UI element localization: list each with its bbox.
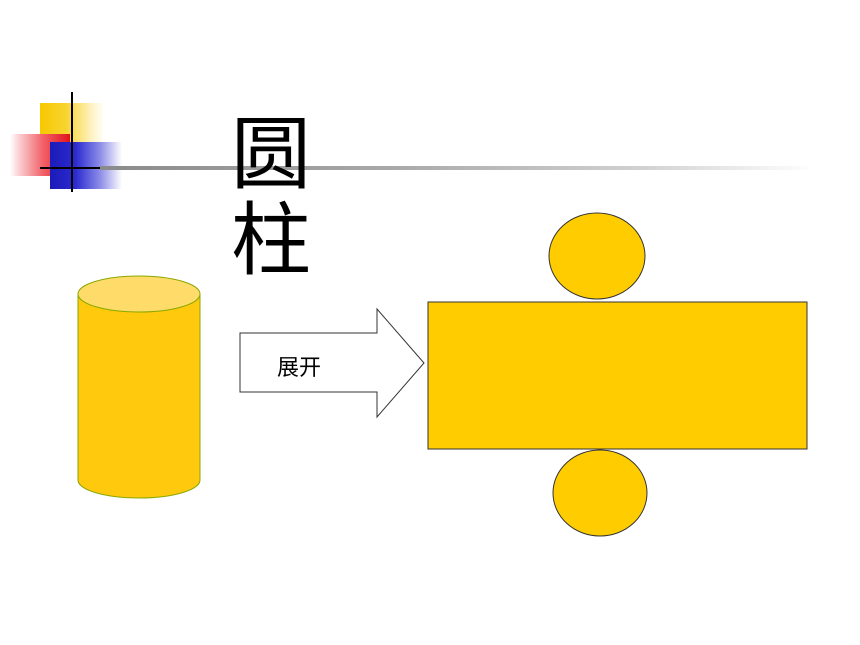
arrow-label: 展开	[277, 356, 322, 381]
net-lateral-rectangle	[427, 301, 808, 450]
corner-decoration-horizontal-line	[40, 167, 110, 169]
title-rule	[100, 166, 815, 170]
cylinder-shape	[77, 275, 201, 499]
cylinder-top-face	[77, 275, 201, 313]
net-bottom-circle	[552, 449, 648, 537]
cylinder-net	[427, 212, 808, 537]
corner-decoration-blue	[50, 142, 122, 189]
page-title: 圆柱	[231, 108, 311, 287]
corner-decoration-vertical-line	[71, 92, 73, 192]
cylinder-side	[77, 293, 201, 499]
block-right-arrow	[239, 307, 425, 419]
net-top-circle	[548, 212, 646, 300]
